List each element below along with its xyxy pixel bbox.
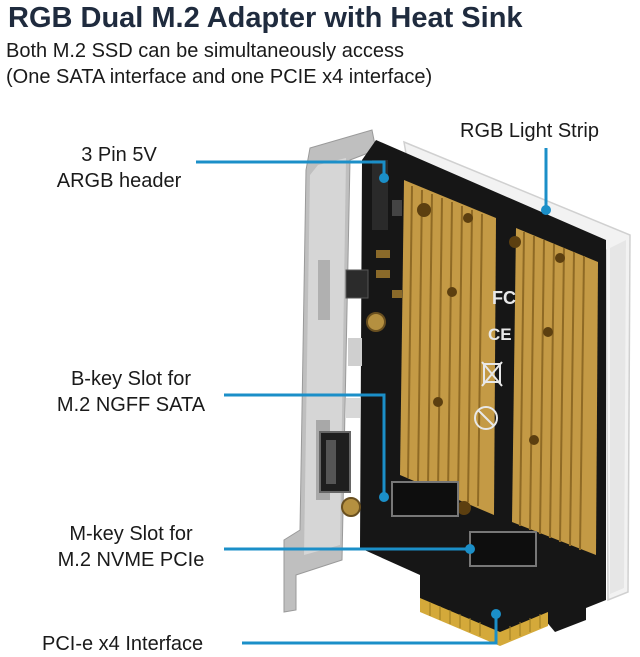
subtitle-line-1: Both M.2 SSD can be simultaneously acces… xyxy=(6,40,404,62)
callout-m-key-line2: M.2 NVME PCIe xyxy=(57,549,205,571)
heatsink-right xyxy=(509,228,598,555)
callout-b-key-line1: B-key Slot for xyxy=(70,368,192,390)
callout-b-key-slot: B-key Slot for M.2 NGFF SATA xyxy=(42,366,220,418)
callout-argb-header-line2: ARGB header xyxy=(56,170,182,192)
callout-m-key-slot: M-key Slot for M.2 NVME PCIe xyxy=(42,521,220,573)
callout-m-key-line1: M-key Slot for xyxy=(69,523,193,545)
callout-b-key-line2: M.2 NGFF SATA xyxy=(56,394,206,416)
callout-rgb-light-strip: RGB Light Strip xyxy=(460,118,599,144)
callout-argb-header-line1: 3 Pin 5V xyxy=(81,144,157,166)
page-title: RGB Dual M.2 Adapter with Heat Sink xyxy=(8,2,523,34)
callout-argb-header: 3 Pin 5V ARGB header xyxy=(44,142,194,194)
callout-lines xyxy=(196,148,548,645)
svg-text:CE: CE xyxy=(488,325,512,344)
callout-line-argb xyxy=(196,160,386,176)
callout-line-b-key xyxy=(224,393,386,495)
callout-rgb-light-strip-label: RGB Light Strip xyxy=(460,120,599,142)
svg-text:FC: FC xyxy=(492,288,516,308)
heatsink-left xyxy=(400,180,496,515)
subtitle-line-2: (One SATA interface and one PCIE x4 inte… xyxy=(6,66,433,88)
callout-pcie-interface-label: PCI-e x4 Interface xyxy=(42,633,204,655)
pcie-gold-fingers xyxy=(420,598,548,646)
callout-dots xyxy=(379,173,551,619)
b-key-slot xyxy=(391,481,459,517)
callout-pcie-interface: PCI-e x4 Interface xyxy=(42,631,203,657)
callout-line-pcie xyxy=(242,616,498,645)
certification-marks: FC CE xyxy=(474,288,516,430)
m-key-slot xyxy=(469,531,537,567)
